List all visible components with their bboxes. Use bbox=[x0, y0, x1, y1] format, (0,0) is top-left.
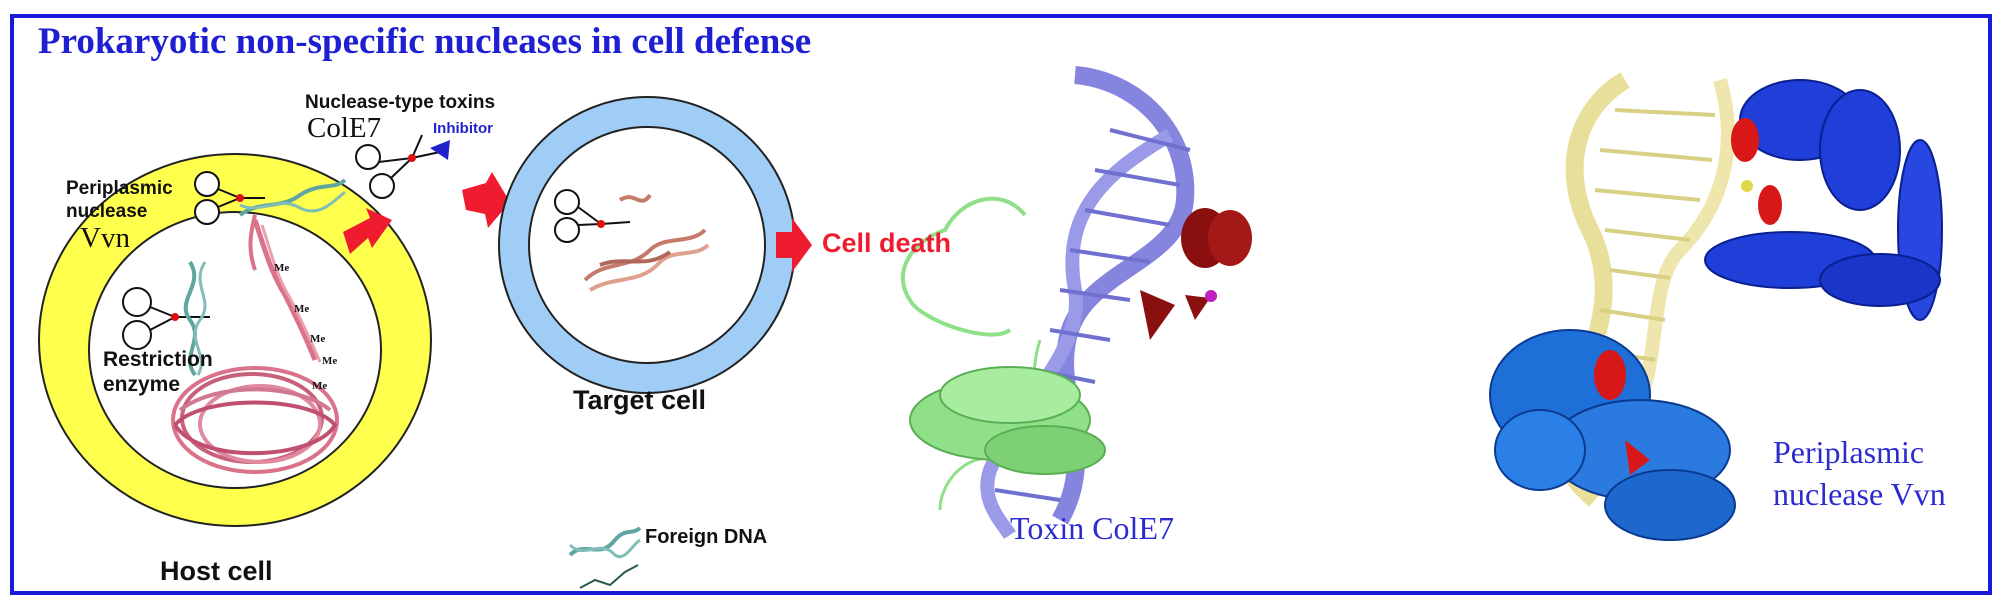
degraded-dna bbox=[583, 193, 710, 292]
label-restriction: Restriction bbox=[103, 348, 213, 371]
cole7-active-site bbox=[1140, 208, 1252, 340]
vvn-helices-upper bbox=[1704, 79, 1943, 321]
periplasmic-nuclease-icon bbox=[194, 171, 347, 225]
label-nuclease: nuclease bbox=[66, 201, 148, 222]
label-enzyme: enzyme bbox=[103, 373, 181, 396]
label-periplasmic: Periplasmic bbox=[66, 178, 173, 199]
host-genomic-dna bbox=[171, 366, 339, 474]
methylated-dna bbox=[252, 219, 318, 361]
inhibitor-icon bbox=[430, 140, 450, 160]
label-host-cell: Host cell bbox=[160, 556, 273, 586]
figure-title: Prokaryotic non-specific nucleases in ce… bbox=[38, 21, 812, 62]
label-periplasmic-vvn-line1: Periplasmic bbox=[1773, 434, 1925, 470]
label-periplasmic-vvn-line2: nuclease Vvn bbox=[1773, 476, 1946, 512]
export-arrow bbox=[343, 208, 392, 254]
vvn-metal-ion bbox=[1741, 180, 1753, 192]
methyl-mark-1: Me bbox=[274, 262, 290, 274]
toxin-icon bbox=[355, 134, 450, 199]
target-toxin-icon bbox=[554, 189, 631, 243]
toxin-cole7-structure bbox=[900, 66, 1252, 539]
cell-death-arrow bbox=[776, 218, 812, 272]
metal-ion bbox=[1205, 290, 1217, 302]
vvn-structure bbox=[1489, 72, 1943, 541]
label-nuclease-toxins: Nuclease-type toxins bbox=[305, 92, 496, 113]
methyl-mark-4: Me bbox=[322, 355, 338, 367]
target-cell-cytoplasm bbox=[528, 126, 766, 364]
target-cell bbox=[498, 96, 796, 394]
label-foreign-dna: Foreign DNA bbox=[645, 526, 768, 548]
entry-arrow bbox=[462, 172, 510, 228]
foreign-dna-icon bbox=[568, 526, 642, 589]
methyl-mark-5: Me bbox=[312, 380, 328, 392]
cole7-helix-bundle bbox=[909, 366, 1106, 475]
label-inhibitor: Inhibitor bbox=[433, 120, 493, 137]
host-cell-cytoplasm bbox=[88, 211, 382, 489]
label-target-cell: Target cell bbox=[573, 385, 707, 415]
vvn-active-site bbox=[1594, 118, 1782, 475]
label-toxin-cole7: Toxin ColE7 bbox=[1010, 510, 1174, 546]
methyl-mark-3: Me bbox=[310, 333, 326, 345]
label-cell-death: Cell death bbox=[822, 228, 952, 258]
cole7-dna-backbone-2 bbox=[980, 128, 1174, 539]
methyl-mark-2: Me bbox=[294, 303, 310, 315]
host-cell bbox=[38, 153, 432, 527]
label-vvn: Vvn bbox=[80, 222, 130, 254]
restriction-enzyme-icon bbox=[122, 260, 210, 377]
label-cole7: ColE7 bbox=[307, 112, 382, 144]
